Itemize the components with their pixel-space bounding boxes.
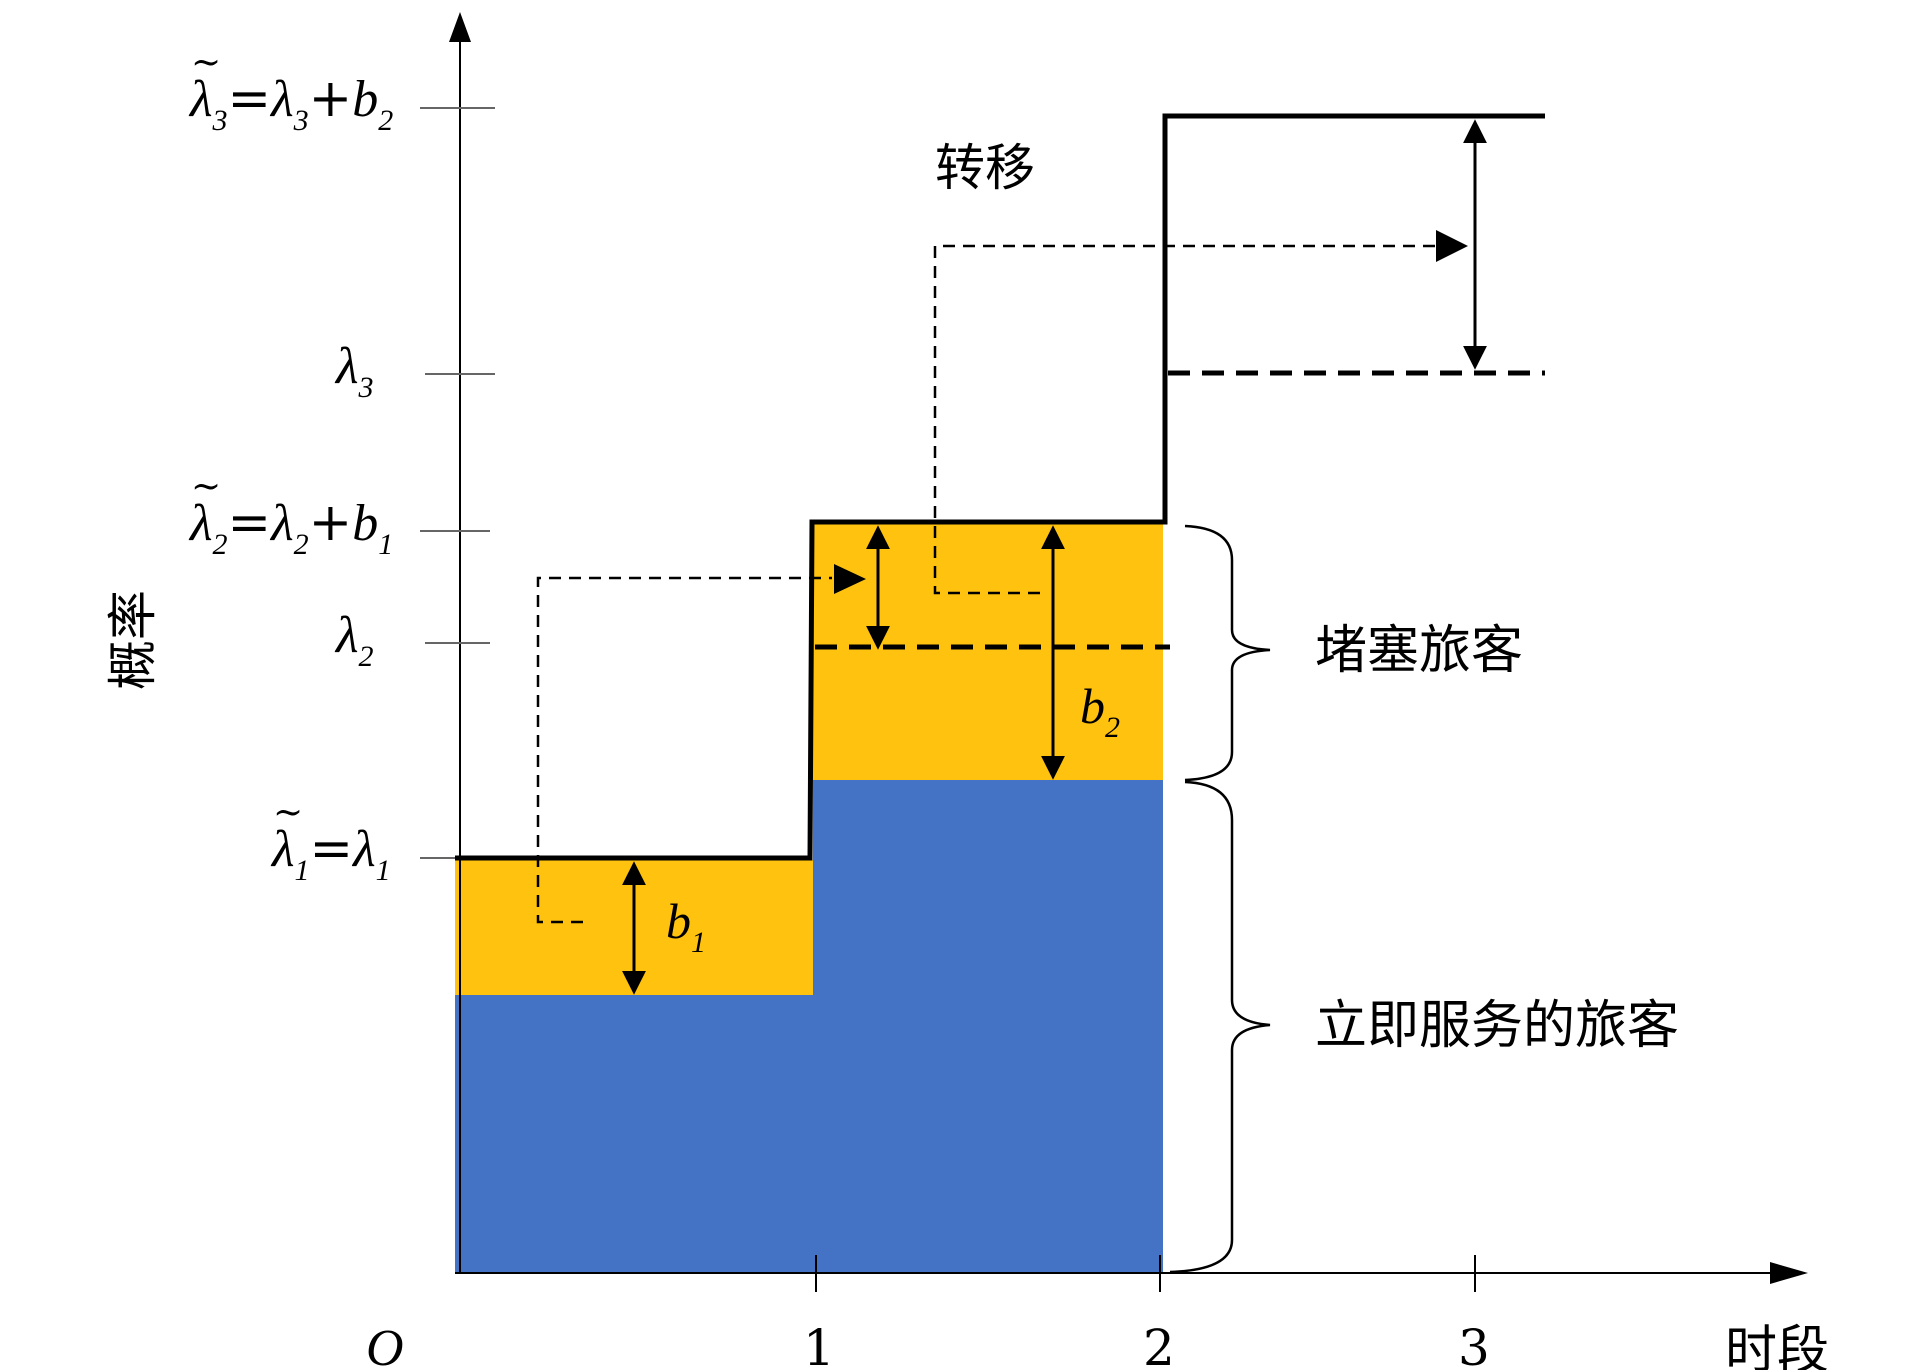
served-label: 立即服务的旅客 [1315,996,1679,1056]
served-region [455,780,1163,1273]
svg-text:~: ~ [273,792,303,833]
blocked-brace [1184,524,1271,782]
svg-text:λ1=λ1: λ1=λ1 [270,819,391,887]
transfer-path-1 [536,576,832,924]
y-tick-label-lambda1-tilde: λ1=λ1 ~ [270,792,391,887]
blocked-label: 堵塞旅客 [1315,621,1523,681]
arrival-step-line [455,113,1545,861]
svg-text:λ3=λ3+b2: λ3=λ3+b2 [188,69,393,137]
axes [420,12,1808,1292]
svg-text:λ2: λ2 [334,607,374,673]
transfer-arrowhead-2 [1436,230,1468,262]
y-axis-label: 概率 [104,590,162,690]
transfer-label: 转移 [935,139,1035,197]
svg-text:λ3: λ3 [334,338,374,404]
y-tick-label-lambda2: λ2 [334,607,374,673]
origin-label: O [366,1320,404,1370]
served-brace [1169,780,1271,1274]
x-tick-label-2: 2 [1143,1319,1175,1370]
transfer-arrowhead-1 [834,564,866,594]
b1-label: b1 [666,893,706,959]
y-tick-label-lambda2-tilde: λ2=λ2+b1 ~ [188,466,393,561]
x-axis-label: 时段 [1725,1321,1829,1370]
x-tick-label-1: 1 [803,1319,835,1370]
transfer-path-2 [933,244,1440,595]
svg-text:~: ~ [191,42,221,83]
y-tick-label-lambda3-tilde: λ3=λ3+b2 ~ [188,42,393,137]
svg-text:λ2=λ2+b1: λ2=λ2+b1 [188,493,393,561]
svg-text:~: ~ [191,466,221,507]
x-tick-label-3: 3 [1458,1319,1490,1370]
b2-label: b2 [1080,678,1120,744]
y-tick-label-lambda3: λ3 [334,338,374,404]
